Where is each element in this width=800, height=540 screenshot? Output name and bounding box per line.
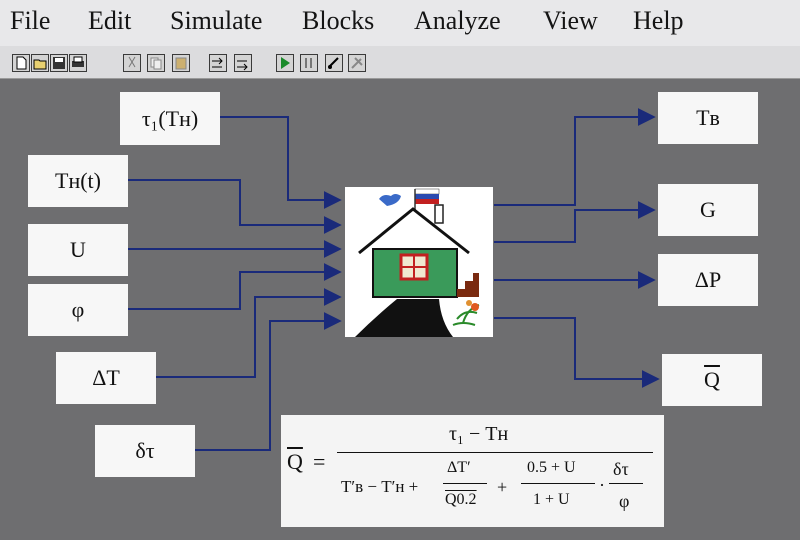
input-block-delta-tau[interactable]: δτ xyxy=(95,425,195,477)
wire-delta-tau xyxy=(195,312,342,451)
menu-blocks-label: Blocks xyxy=(302,6,375,35)
formula-plus2: + xyxy=(497,477,508,497)
output-label-q: Q xyxy=(704,367,720,392)
menu-edit[interactable]: Edit xyxy=(88,6,131,36)
formula-frac3-bar xyxy=(609,483,643,484)
menu-analyze[interactable]: Analyze xyxy=(414,6,501,36)
output-label-tv: Tв xyxy=(696,105,720,130)
menu-help[interactable]: Help xyxy=(633,6,684,36)
input-block-u[interactable]: U xyxy=(28,224,128,276)
menu-analyze-label: Analyze xyxy=(414,6,501,35)
menu-view-label: View xyxy=(543,6,598,35)
open-icon[interactable] xyxy=(31,54,49,72)
formula-frac3-den: φ xyxy=(619,491,630,511)
formula-frac1-num: ΔT′ xyxy=(447,459,471,476)
formula-frac2-bar xyxy=(521,483,595,484)
formula-frac3-num: δτ xyxy=(613,459,629,479)
wire-tau1 xyxy=(220,116,342,209)
pause-icon[interactable] xyxy=(300,54,318,72)
menu-file-label: File xyxy=(10,6,51,35)
play-icon[interactable] xyxy=(276,54,294,72)
menu-help-label: Help xyxy=(633,6,684,35)
input-block-phi[interactable]: φ xyxy=(28,284,128,336)
input-label-delta-t: ΔT xyxy=(92,365,120,390)
formula-frac1-bar xyxy=(443,483,487,484)
print-icon[interactable] xyxy=(69,54,87,72)
menu-view[interactable]: View xyxy=(543,6,598,36)
input-label-delta-tau: δτ xyxy=(135,438,155,463)
input-block-tau1[interactable]: τ₁(Tн) xyxy=(120,92,220,145)
menu-simulate[interactable]: Simulate xyxy=(170,6,262,36)
wire-q xyxy=(494,317,660,388)
wire-phi xyxy=(128,263,342,310)
formula-equals: = xyxy=(313,449,326,474)
formula-dot: · xyxy=(599,475,605,495)
new-icon[interactable] xyxy=(12,54,30,72)
formula-lhs: Q xyxy=(287,449,303,474)
formula-numerator: τ₁ − Tн xyxy=(449,423,509,445)
input-block-delta-t[interactable]: ΔT xyxy=(56,352,156,404)
house-model-block[interactable] xyxy=(345,187,493,337)
step-icon[interactable] xyxy=(209,54,227,72)
step-back-icon[interactable] xyxy=(234,54,252,72)
output-block-g[interactable]: G xyxy=(658,184,758,236)
cut-icon[interactable] xyxy=(123,54,141,72)
wire-delta-t xyxy=(156,288,342,378)
output-label-g: G xyxy=(700,197,716,222)
wire-tv xyxy=(494,108,656,206)
save-icon[interactable] xyxy=(50,54,68,72)
formula-main-bar xyxy=(337,452,653,453)
formula-panel: Q = τ₁ − Tн T′в − T′н + ΔT′ Q0.2 + 0.5 +… xyxy=(281,415,664,527)
formula-frac2-num: 0.5 + U xyxy=(527,459,576,476)
output-block-q[interactable]: Q xyxy=(662,354,762,406)
house-icon xyxy=(355,188,480,337)
formula-den-part1: T′в − T′н + xyxy=(341,477,419,496)
menu-edit-label: Edit xyxy=(88,6,132,35)
output-block-tv[interactable]: Tв xyxy=(658,92,758,144)
input-label-tau1: τ₁(Tн) xyxy=(141,105,199,131)
menu-blocks[interactable]: Blocks xyxy=(302,6,374,36)
input-label-u: U xyxy=(70,237,86,262)
copy-icon[interactable] xyxy=(147,54,165,72)
wire-g xyxy=(494,201,656,243)
formula-frac1-den: Q0.2 xyxy=(445,491,477,508)
menu-simulate-label: Simulate xyxy=(170,6,263,35)
menu-file[interactable]: File xyxy=(10,6,50,36)
wire-tn xyxy=(128,179,342,234)
input-label-tn: Tн(t) xyxy=(55,168,101,193)
input-label-phi: φ xyxy=(71,297,85,322)
paste-icon[interactable] xyxy=(172,54,190,72)
menu-bar: File Edit Simulate Blocks Analyze View H… xyxy=(0,0,800,46)
tools-icon[interactable] xyxy=(348,54,366,72)
output-label-delta-p: ΔP xyxy=(694,267,722,292)
stop-icon[interactable] xyxy=(325,54,343,72)
output-block-delta-p[interactable]: ΔP xyxy=(658,254,758,306)
input-block-tn[interactable]: Tн(t) xyxy=(28,155,128,207)
formula-frac2-den: 1 + U xyxy=(533,491,570,508)
